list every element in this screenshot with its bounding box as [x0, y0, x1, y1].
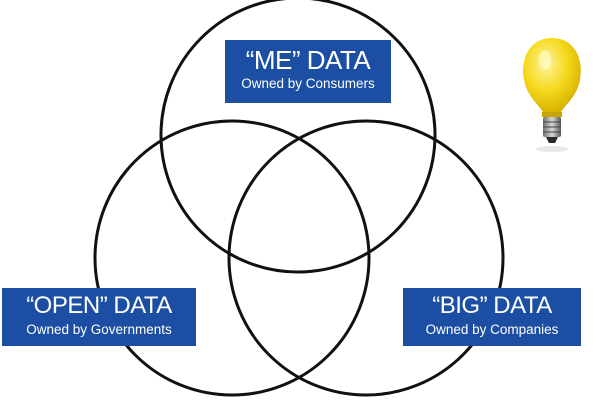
big-data-title: “BIG” DATA [432, 292, 552, 319]
open-data-label: “OPEN” DATA Owned by Governments [2, 288, 196, 346]
big-data-label: “BIG” DATA Owned by Companies [403, 288, 581, 346]
me-data-title: “ME” DATA [245, 45, 371, 75]
circle-big [227, 119, 505, 397]
circle-open [93, 119, 371, 397]
me-data-label: “ME” DATA Owned by Consumers [225, 40, 391, 103]
big-data-subtitle: Owned by Companies [425, 322, 559, 337]
lightbulb-icon [523, 38, 581, 152]
open-data-title: “OPEN” DATA [26, 292, 172, 319]
me-data-subtitle: Owned by Consumers [241, 76, 375, 91]
circle-me [159, 0, 437, 274]
open-data-subtitle: Owned by Governments [26, 322, 172, 337]
